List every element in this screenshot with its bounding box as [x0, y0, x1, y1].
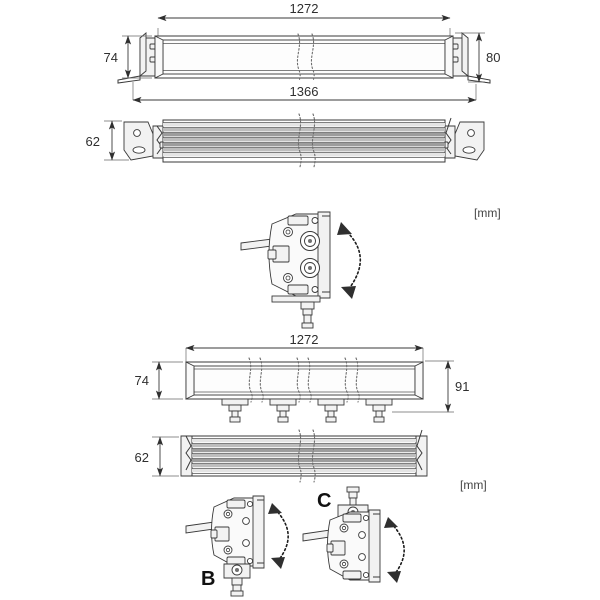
tab-bottom-c: [342, 570, 362, 580]
dimension-80-v1: 80: [455, 32, 500, 83]
stud-mount-4: [365, 398, 393, 423]
bracket-plate-b: [252, 495, 265, 569]
view-1-front-bracket: 1272: [104, 1, 500, 104]
bracket-plate-c: [368, 509, 381, 583]
left-end-cap-v4: [180, 435, 193, 477]
dimension-62-v4: 62: [135, 436, 179, 477]
tab-top-b: [226, 499, 246, 509]
dim-label-1272-top: 1272: [290, 1, 319, 16]
view-3-front-studs: 1272: [135, 332, 469, 423]
light-bar-body-v3: [185, 361, 424, 400]
detail-letter-c: C: [317, 490, 331, 512]
dimension-91: 91: [392, 360, 469, 413]
dimension-1366: 1366: [132, 82, 477, 104]
right-mount-foot-v2: [441, 117, 485, 161]
unit-label-top: [mm]: [474, 206, 501, 220]
dimension-74-v1: 74: [104, 35, 152, 79]
bracket-plate-a: [317, 211, 331, 299]
dim-label-1272-v3: 1272: [290, 332, 319, 347]
dim-label-91: 91: [455, 379, 469, 394]
tab-bottom-a: [287, 284, 309, 295]
dimension-62-v2: 62: [86, 120, 129, 161]
detail-b: B: [185, 495, 289, 597]
stud-mount-1: [221, 398, 249, 423]
unit-label-bottom: [mm]: [460, 478, 487, 492]
dimension-1272-v3: 1272: [185, 332, 424, 364]
tab-top-a: [287, 215, 309, 226]
tab-top-c: [342, 513, 362, 523]
dimension-74-v3: 74: [135, 361, 183, 400]
right-end-cap-v4: [415, 429, 428, 477]
heat-sink-fins-v2: [162, 119, 446, 163]
stud-mount-2: [269, 398, 297, 423]
dim-label-62-v4: 62: [135, 450, 149, 465]
dim-label-74-v1: 74: [104, 50, 118, 65]
heat-sink-fins-v4: [191, 435, 417, 477]
break-lines-v3: [248, 357, 360, 403]
stud-mount-3: [317, 398, 345, 423]
rotation-arrow-a: [337, 222, 362, 299]
break-line-v4: [297, 429, 316, 483]
dim-label-62-v2: 62: [86, 134, 100, 149]
dim-label-80: 80: [486, 50, 500, 65]
detail-letter-b: B: [201, 568, 215, 590]
break-line-v1: [296, 33, 315, 82]
left-mount-foot-v2: [123, 121, 167, 161]
rotation-arrow-b: [268, 503, 289, 569]
rotation-arrow-c: [384, 517, 405, 583]
left-end-bracket-v1: [117, 32, 158, 84]
detail-a-end-mount: [240, 211, 362, 329]
light-bar-body-v1: [154, 35, 454, 79]
view-4-top-fins: 62: [135, 429, 428, 483]
mounting-bolt-a: [300, 301, 315, 329]
dim-label-74-v3: 74: [135, 373, 149, 388]
break-line-v2: [297, 113, 316, 168]
base-plate-a: [271, 295, 321, 303]
right-end-bracket-v1: [450, 32, 491, 84]
dim-label-1366: 1366: [290, 84, 319, 99]
view-2-top-fins: 62: [86, 113, 485, 168]
mounting-bolt-b: [223, 563, 251, 597]
detail-c: C: [302, 486, 405, 583]
